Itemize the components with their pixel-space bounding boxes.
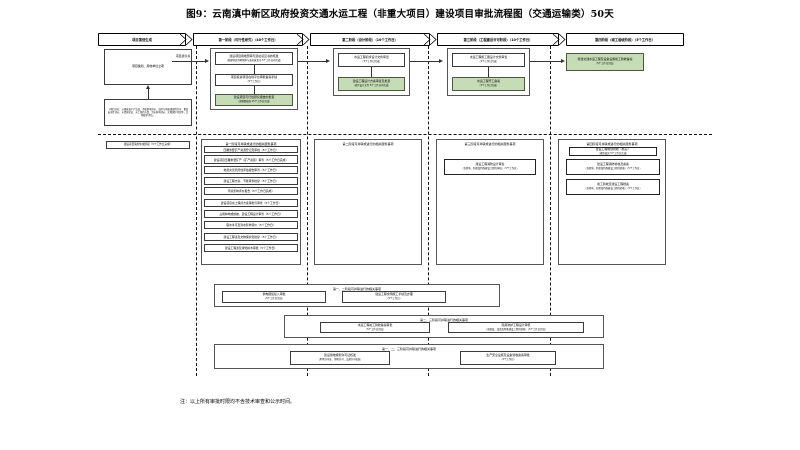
parallel-item-2-0: 建设工程消防设计审查 （含消防、防雷及特殊建设工程的审核）（5个工作日） bbox=[444, 159, 536, 175]
stage1-box-2: 建设项目可行性研究报告的批复 （含概算核准 15个工作日完成） bbox=[215, 94, 293, 106]
page-title: 图9：云南滇中新区政府投资交通水运工程（非重大项目）建设项目审批流程图（交通运输… bbox=[186, 9, 614, 20]
column-divider-2 bbox=[307, 46, 308, 376]
bottom-group-1-item-1: 民用防护工程设计审核 （含建设、改造及特殊建设工程的验收）（5个工作日完成） bbox=[448, 322, 584, 333]
stage-connector-icon-1 bbox=[296, 33, 310, 46]
parallel-item-0-2: 地质灾害危险性评估报告审查（5个工作日） bbox=[204, 166, 298, 174]
parallel-col-2-header: 第三阶段可并联或进行的相关服务事项 bbox=[464, 141, 516, 146]
stage0-note-box: 《项目分在：从规章意产产生成、不统影响评价、法院与再发规使用许可、重度安全性评价… bbox=[104, 99, 192, 126]
stage0-arrow-label: 项目建议书 bbox=[176, 54, 190, 58]
stage-header-2: 第二阶段（设计阶段）（10个工作日） bbox=[310, 33, 430, 46]
bottom-group-2-header: 第一、二、三阶段可并联进行的相关事项 bbox=[381, 346, 436, 351]
bottom-group-1-item-0: 水运工程竣工验收备案审批 （5个工作日完成） bbox=[320, 322, 430, 333]
footnote: 注：以上所有审批时限均不含技术审查和公示时间。 bbox=[180, 399, 296, 405]
stage2-to-stage3-arrow bbox=[410, 58, 443, 63]
stage0-up-arrow bbox=[145, 85, 150, 99]
parallel-col-3-frame: 第四阶段可并联或进行的相关服务事项 bbox=[558, 139, 666, 265]
column-divider-3 bbox=[428, 46, 429, 376]
stage1-to-stage2-arrow bbox=[298, 58, 330, 63]
parallel-item-3-1: 建设工程消防验收及备案 （含消防、防雷及特殊建设工程的验收）（5个工作日） bbox=[566, 159, 660, 175]
parallel-item-0-3: 建设工程方案、节能审查批复（5个工作日） bbox=[204, 177, 298, 185]
stage-connector-icon-0 bbox=[179, 33, 193, 46]
bottom-group-2-item-1: 生产安全设施及设备验收备案审批 （5个工作日） bbox=[460, 351, 556, 365]
stage0-main-box: 项目策划、用地单位立项 bbox=[104, 49, 192, 85]
stage-header-0: 项目策划生成 bbox=[98, 33, 186, 46]
parallel-item-3-2: 竣工验收及建设工程档案 （含消防、防雷及特殊建设工程的验收）（5个工作日） bbox=[566, 179, 660, 195]
stage2-box-1: 建设工程设计方案审查及批复 （初步设计文件 5个工作日内完成） bbox=[338, 77, 405, 91]
parallel-item-0-6: 占用林地或植被、建设工程设计审查（5个工作日） bbox=[204, 210, 298, 218]
stage-header-4: 第四阶段（竣工验收阶段）（5个工作日） bbox=[566, 33, 684, 46]
parallel-item-0-9: 建设工程涉及绿化树木审批（5个工作日） bbox=[204, 244, 298, 252]
parallel-item-0-7: 取水许可及洪水影响评价（5个工作日） bbox=[204, 221, 298, 229]
stage1-box-1: 项目投资项目在线平台审批备案手续 （5个工作日） bbox=[215, 74, 293, 86]
parallel-col-2-frame: 第三阶段可并联或进行的相关服务事项 bbox=[436, 139, 544, 265]
parallel-item-0-5: 建设项目水土保持方案审批与审查（5个工作日） bbox=[204, 199, 298, 207]
parallel-col-0-header: 第一阶段可并联或进行的相关服务事项 bbox=[225, 141, 277, 146]
parallel-col-3-header: 第四阶段可并联或进行的相关服务事项 bbox=[586, 141, 638, 146]
parallel-item-0-4: 环境影响评价报告（5个工作日完成） bbox=[204, 187, 298, 195]
stage2-box-0: 水运工程初步设计文件审查 （5个工作日完成） bbox=[338, 53, 405, 67]
parallel-col-1-frame: 第二阶段可并联或进行的相关服务事项 bbox=[314, 139, 422, 265]
bottom-group-0-header: 第一、二阶段可并联进行的相关事项 bbox=[332, 286, 381, 291]
stage4-box-0: 新建交通水运工程及设备设施竣工验收备案 （5个工作日完成） bbox=[566, 53, 644, 71]
stage-header-1: 第一阶段（可行性研究）（40个工作日） bbox=[193, 33, 303, 46]
bottom-group-0-item-0: 供电报装接入审批 （5个工作日完成） bbox=[222, 291, 326, 303]
parallel-col-1-header: 第二阶段可并联或进行的相关服务事项 bbox=[342, 141, 394, 146]
parallel-item-0-1: 建设项目压覆重要矿产（矿产资源）审查（5个工作日完成） bbox=[204, 155, 298, 164]
stage3-box-0: 水运工程施工图设计文件审查 （5个工作日完成） bbox=[452, 53, 525, 67]
stage-header-row: 项目策划生成 第一阶段（可行性研究）（40个工作日） 第二阶段（设计阶段）（10… bbox=[98, 33, 712, 46]
stage3-to-stage4-arrow bbox=[530, 58, 565, 63]
parallel-item-0-8: 建设工程涉及文物保护及批复（5个工作日） bbox=[204, 233, 298, 241]
bottom-group-1-header: 第二、三阶段可并联进行的相关事项 bbox=[419, 317, 468, 322]
stage-connector-icon-3 bbox=[552, 33, 566, 46]
parallel-item-3-0: 建设工程规划验收（核实） （规划核实 5个工作日完成） bbox=[569, 147, 657, 156]
column-divider-4 bbox=[550, 46, 551, 376]
stage3-arrow-0 bbox=[485, 67, 490, 81]
stage1-box-0: 建设项目用地预审与选址意见书的核发 （新建项目用地预审与选址意见书 5个工作日内… bbox=[215, 52, 293, 65]
stage1-arrow-1 bbox=[251, 86, 256, 98]
bottom-group-2-item-0: 建设用地规划许可证核发 （用地许可证、用地许可、交通许可核发） bbox=[290, 351, 390, 365]
stage-connector-icon-2 bbox=[423, 33, 437, 46]
stage1-arrow-0 bbox=[251, 65, 256, 78]
stage-header-3: 第三阶段（工程建设许可阶段）（10个工作日） bbox=[437, 33, 559, 46]
stage2-arrow-0 bbox=[368, 67, 373, 81]
parallel-left-label: 建设项目策划生成阶段（5个工作日完成） bbox=[106, 141, 190, 149]
section-divider bbox=[98, 134, 712, 135]
stage3-box-1: 水运工程开工备案 （5个工作日完成） bbox=[452, 77, 525, 91]
bottom-group-0-item-1: 建设工程文明施工手续及办理 （5个工作日） bbox=[342, 291, 446, 303]
parallel-item-0-0: 压覆重要矿产资源登记及审批（5个工作日） bbox=[204, 146, 298, 153]
column-divider-1 bbox=[196, 46, 197, 376]
stage0-to-stage1-arrow bbox=[172, 58, 209, 63]
